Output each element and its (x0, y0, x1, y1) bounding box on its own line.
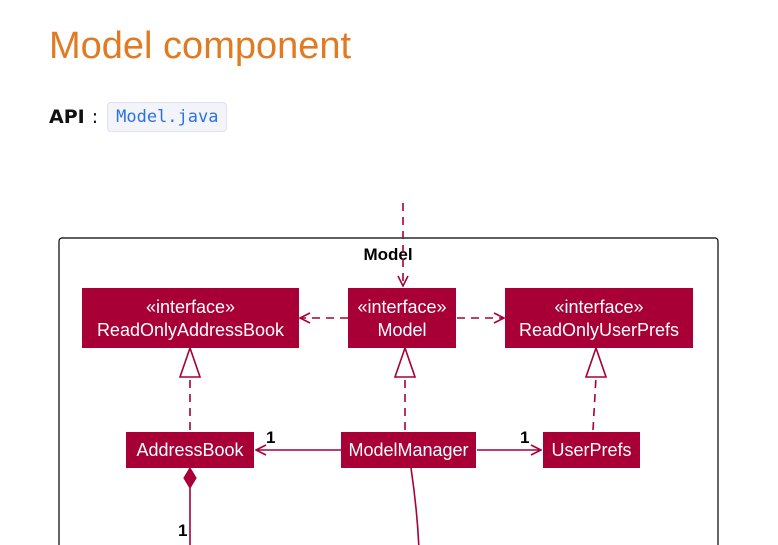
class-model-manager (341, 432, 476, 468)
model-package-label: Model (363, 245, 412, 264)
read-only-address-book-name: ReadOnlyAddressBook (97, 320, 285, 340)
class-model (348, 288, 456, 348)
multiplicity-user-prefs: 1 (520, 428, 529, 447)
api-separator: : (91, 106, 99, 128)
multiplicity-composition: 1 (178, 521, 187, 540)
model-stereotype: «interface» (357, 297, 446, 317)
model-class-diagram: Model AddressBook --> UserPrefs --> 1 1 … (49, 155, 725, 545)
model-name: Model (377, 320, 426, 340)
class-user-prefs (543, 432, 640, 468)
address-book-realization-arrowhead (178, 345, 202, 378)
page-title: Model component (49, 25, 352, 67)
address-book-name: AddressBook (136, 440, 244, 460)
model-manager-downward-line (410, 467, 420, 545)
api-label: API (49, 106, 85, 128)
multiplicity-address-book: 1 (266, 428, 275, 447)
class-read-only-address-book (82, 288, 299, 348)
api-line: API : Model.java (49, 101, 228, 133)
user-prefs-realizes-line (592, 376, 597, 431)
model-java-link[interactable]: Model.java (107, 102, 228, 132)
model-package-frame (58, 237, 719, 545)
user-prefs-name: UserPrefs (551, 440, 631, 460)
read-only-user-prefs-name: ReadOnlyUserPrefs (519, 320, 679, 340)
model-manager-realization-arrowhead (393, 345, 417, 378)
user-prefs-realization-arrowhead (584, 345, 608, 378)
class-read-only-user-prefs (505, 288, 693, 348)
read-only-address-book-stereotype: «interface» (146, 297, 235, 317)
read-only-user-prefs-stereotype: «interface» (554, 297, 643, 317)
model-manager-name: ModelManager (348, 440, 468, 460)
class-address-book (126, 432, 254, 468)
